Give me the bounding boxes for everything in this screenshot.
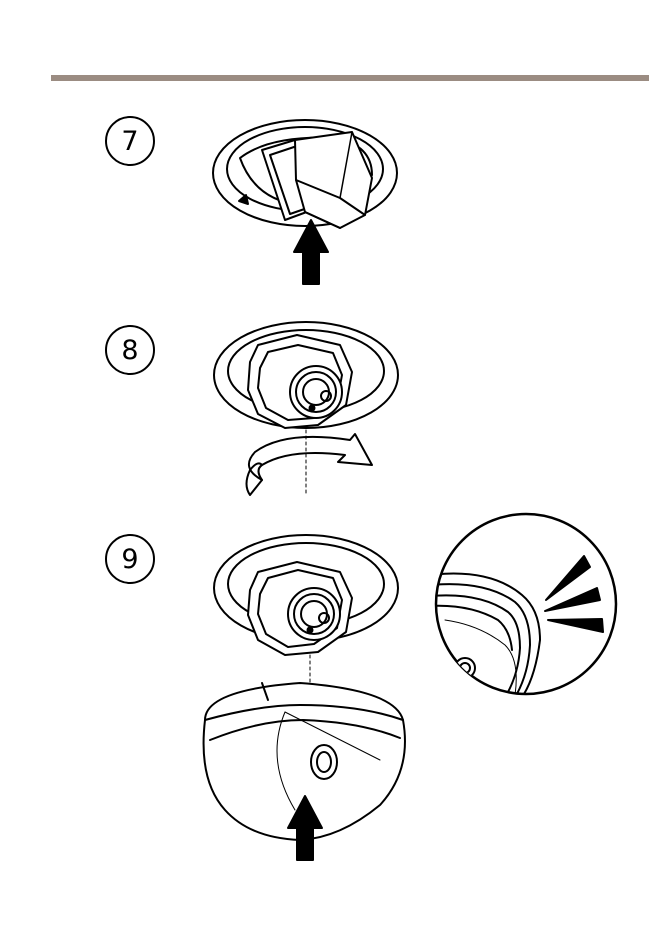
attach-dome-cover-icon — [204, 535, 405, 860]
rotate-camera-icon — [214, 322, 398, 495]
dome-click-detail-icon — [430, 514, 616, 705]
camera-insert-into-ceiling-ring-icon — [213, 120, 397, 284]
